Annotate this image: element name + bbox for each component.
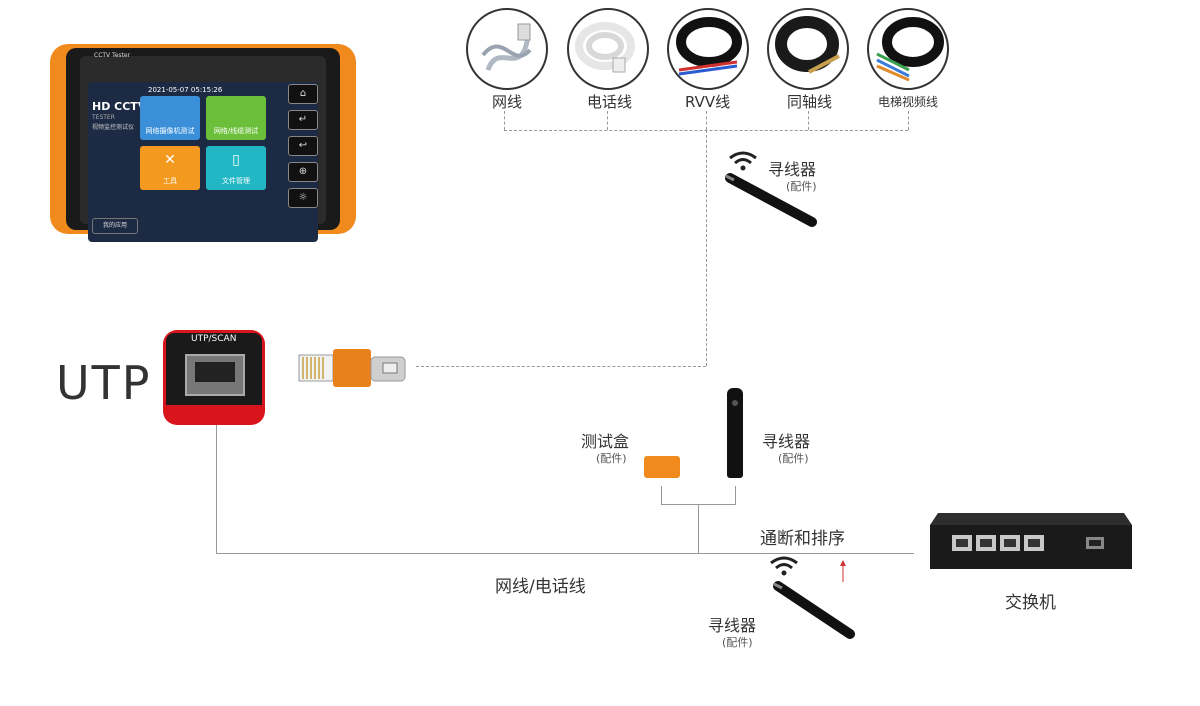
tracer-mid-note: (配件) [778, 452, 809, 465]
tester-datetime: 2021-05-07 05:15:26 [148, 86, 223, 94]
my-apps-button[interactable]: 我的应用 [92, 218, 138, 234]
tile-files[interactable]: ▯ 文件管理 [206, 146, 266, 190]
tools-icon: ✕ [164, 152, 176, 168]
tile-cable-test[interactable]: 网络/线缆测试 [206, 96, 266, 140]
utp-big-label: UTP [56, 356, 152, 410]
coax-cable-icon [767, 8, 849, 90]
tile-files-label: 文件管理 [222, 177, 250, 185]
home-button[interactable]: ⌂ [288, 84, 318, 104]
continuity-label: 通断和排序 [760, 529, 845, 549]
tracer-mid-name: 寻线器 [762, 432, 811, 451]
tester-title-2: TESTER [92, 114, 115, 121]
tester-brand: CCTV Tester [94, 52, 131, 59]
tile-cable-test-label: 网络/线缆测试 [213, 127, 259, 135]
back-button[interactable]: ↩ [288, 136, 318, 156]
connector-line [661, 486, 662, 504]
connector-line [216, 425, 217, 553]
tracer-top-name: 寻线器 [768, 160, 817, 179]
cable-label-coax: 同轴线 [787, 93, 833, 111]
elevator-video-cable-icon [867, 8, 949, 90]
cable-label-rvv: RVV线 [685, 93, 731, 111]
tracer-button [732, 400, 738, 406]
tracer-top-note: (配件) [786, 180, 817, 193]
tester-screen[interactable]: 2021-05-07 05:15:26 HD CCTV TESTER 视频监控测… [88, 82, 318, 242]
light-button[interactable]: ☼ [288, 188, 318, 208]
cable-label-phone: 电话线 [587, 93, 633, 111]
utp-port-panel: UTP/SCAN [163, 330, 265, 425]
network-switch [928, 511, 1134, 575]
rj45-socket-inner [195, 362, 235, 382]
connector-line [416, 366, 706, 367]
test-box-name: 测试盒 [581, 432, 630, 451]
tracer-probe-bottom [770, 578, 860, 646]
arrow-up-icon [839, 560, 847, 586]
cable-label-network: 网线 [492, 93, 523, 111]
phone-cable-icon [567, 8, 649, 90]
tile-ipc-test[interactable]: 网络摄像机测试 [140, 96, 200, 140]
tester-title-3: 视频监控测试仪 [92, 124, 135, 131]
connector-line [698, 504, 699, 553]
tile-ipc-test-label: 网络摄像机测试 [145, 127, 195, 135]
tracer-bottom-name: 寻线器 [708, 616, 757, 635]
connector-line [607, 111, 608, 130]
switch-label: 交换机 [1005, 593, 1056, 613]
rj45-socket[interactable] [185, 354, 245, 396]
connector-line [706, 111, 707, 130]
tracer-probe-mid [727, 388, 743, 478]
wifi-signal-icon [769, 555, 799, 581]
cctv-tester-device: CCTV Tester 2021-05-07 05:15:26 HD CCTV … [44, 38, 362, 242]
zoom-button[interactable]: ⊕ [288, 162, 318, 182]
connector-line [808, 111, 809, 130]
tile-tools[interactable]: ✕ 工具 [140, 146, 200, 190]
wifi-signal-icon [728, 150, 758, 176]
cable-label-elevator: 电梯视频线 [878, 95, 939, 109]
tester-title-1: HD CCTV [92, 100, 147, 113]
test-box-note: (配件) [596, 452, 627, 465]
tracer-probe-top [722, 170, 822, 234]
utp-port-label: UTP/SCAN [191, 334, 237, 344]
line-type-label: 网线/电话线 [495, 577, 586, 597]
connector-line [706, 130, 707, 366]
rj45-bnc-adapter [297, 347, 409, 393]
connector-line [735, 486, 736, 504]
tile-tools-label: 工具 [163, 177, 177, 185]
rvv-cable-icon [667, 8, 749, 90]
tracer-bottom-note: (配件) [722, 636, 753, 649]
enter-button[interactable]: ↵ [288, 110, 318, 130]
connector-line [504, 111, 505, 130]
connector-line [216, 553, 914, 554]
file-icon: ▯ [232, 152, 240, 168]
connector-line [908, 111, 909, 130]
test-box [644, 456, 680, 478]
network-cable-icon [466, 8, 548, 90]
